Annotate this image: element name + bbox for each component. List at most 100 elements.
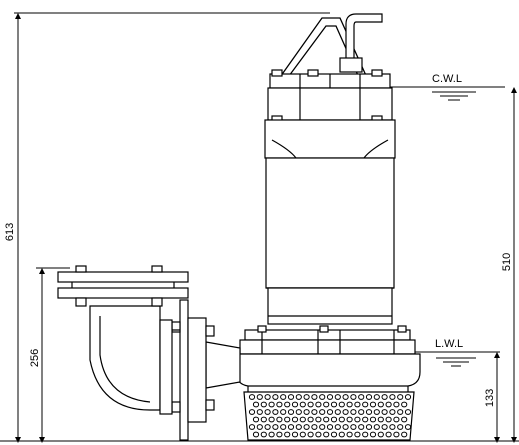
strainer-hole xyxy=(358,394,365,400)
strainer-hole xyxy=(287,394,295,400)
strainer-hole xyxy=(330,401,338,408)
strainer-hole xyxy=(299,416,306,423)
strainer-hole xyxy=(276,401,283,408)
strainer-hole xyxy=(350,409,357,415)
strainer-hole xyxy=(389,424,396,430)
strainer-hole xyxy=(307,401,314,408)
strainer-hole xyxy=(264,394,271,400)
pump-casing xyxy=(235,325,421,392)
strainer-hole xyxy=(291,431,299,438)
strainer-hole xyxy=(284,431,291,438)
strainer-hole xyxy=(307,431,314,438)
strainer-hole xyxy=(307,416,314,423)
strainer-hole xyxy=(268,401,275,408)
strainer-hole xyxy=(354,416,361,423)
strainer-hole xyxy=(276,416,283,423)
strainer-hole xyxy=(295,409,302,415)
strainer-hole xyxy=(338,401,345,408)
discharge-duct xyxy=(205,341,241,389)
strainer-hole xyxy=(389,394,396,400)
strainer-hole xyxy=(326,424,334,430)
strainer-hole xyxy=(256,394,263,400)
strainer-hole xyxy=(319,394,326,400)
strainer-hole xyxy=(385,416,392,423)
strainer-hole xyxy=(404,409,412,415)
strainer-hole xyxy=(295,394,302,400)
strainer-hole xyxy=(284,401,291,408)
strainer-hole xyxy=(272,394,279,400)
strainer-hole xyxy=(385,401,392,408)
strainer-hole xyxy=(365,409,373,415)
strainer-hole xyxy=(373,424,380,430)
lwl-label: L.W.L xyxy=(435,338,463,350)
cwl-label: C.W.L xyxy=(432,73,462,85)
strainer-hole xyxy=(338,431,345,438)
strainer-hole xyxy=(342,424,349,430)
strainer-hole xyxy=(323,416,330,423)
dimension-133-label: 133 xyxy=(484,389,496,407)
strainer-hole xyxy=(311,394,318,400)
strainer-hole xyxy=(362,401,369,408)
strainer-holes xyxy=(248,394,412,438)
strainer-hole xyxy=(354,431,361,438)
strainer-hole xyxy=(393,431,400,438)
motor-top-cap xyxy=(267,69,393,123)
strainer-hole xyxy=(362,431,369,438)
dimension-total-height xyxy=(14,12,330,443)
strainer-hole xyxy=(303,424,310,430)
strainer-hole xyxy=(248,394,256,400)
strainer-hole xyxy=(323,401,330,408)
strainer-hole xyxy=(272,424,279,430)
strainer-hole xyxy=(385,431,392,438)
strainer-hole xyxy=(260,416,267,423)
strainer-hole xyxy=(350,394,357,400)
strainer-hole xyxy=(280,424,287,430)
strainer-hole xyxy=(319,424,326,430)
strainer-hole xyxy=(330,416,338,423)
strainer-hole xyxy=(373,394,380,400)
strainer-hole xyxy=(404,394,412,400)
strainer-hole xyxy=(256,409,263,415)
discharge-flange xyxy=(57,265,189,307)
strainer-hole xyxy=(315,416,322,423)
strainer-hole xyxy=(323,431,330,438)
strainer-hole xyxy=(350,424,357,430)
strainer-hole xyxy=(252,431,260,438)
strainer-hole xyxy=(401,431,408,438)
dimension-discharge-height xyxy=(36,267,70,443)
cable-gland xyxy=(339,13,383,73)
strainer-hole xyxy=(334,394,341,400)
strainer-hole xyxy=(334,424,341,430)
strainer-hole xyxy=(397,394,404,400)
strainer-hole xyxy=(354,401,361,408)
strainer-hole xyxy=(287,424,295,430)
strainer-hole xyxy=(315,431,322,438)
strainer-hole xyxy=(315,401,322,408)
strainer-hole xyxy=(280,394,287,400)
strainer-hole xyxy=(268,416,275,423)
strainer-hole xyxy=(319,409,326,415)
strainer-hole xyxy=(369,416,377,423)
strainer-hole xyxy=(264,424,271,430)
strainer-hole xyxy=(401,401,408,408)
strainer-hole xyxy=(291,416,299,423)
strainer-hole xyxy=(299,431,306,438)
strainer-hole xyxy=(338,416,345,423)
strainer-hole xyxy=(397,424,404,430)
strainer-hole xyxy=(362,416,369,423)
strainer-hole xyxy=(389,409,396,415)
strainer-hole xyxy=(342,409,349,415)
strainer-hole xyxy=(260,431,267,438)
dimension-510-label: 510 xyxy=(501,253,513,271)
strainer-hole xyxy=(295,424,302,430)
strainer-hole xyxy=(342,394,349,400)
strainer-hole xyxy=(369,401,377,408)
strainer-hole xyxy=(280,409,287,415)
strainer-hole xyxy=(377,416,384,423)
strainer-hole xyxy=(381,409,388,415)
strainer-hole xyxy=(291,401,299,408)
strainer-hole xyxy=(311,409,318,415)
strainer-hole xyxy=(303,409,310,415)
strainer-hole xyxy=(287,409,295,415)
strainer-hole xyxy=(252,401,260,408)
